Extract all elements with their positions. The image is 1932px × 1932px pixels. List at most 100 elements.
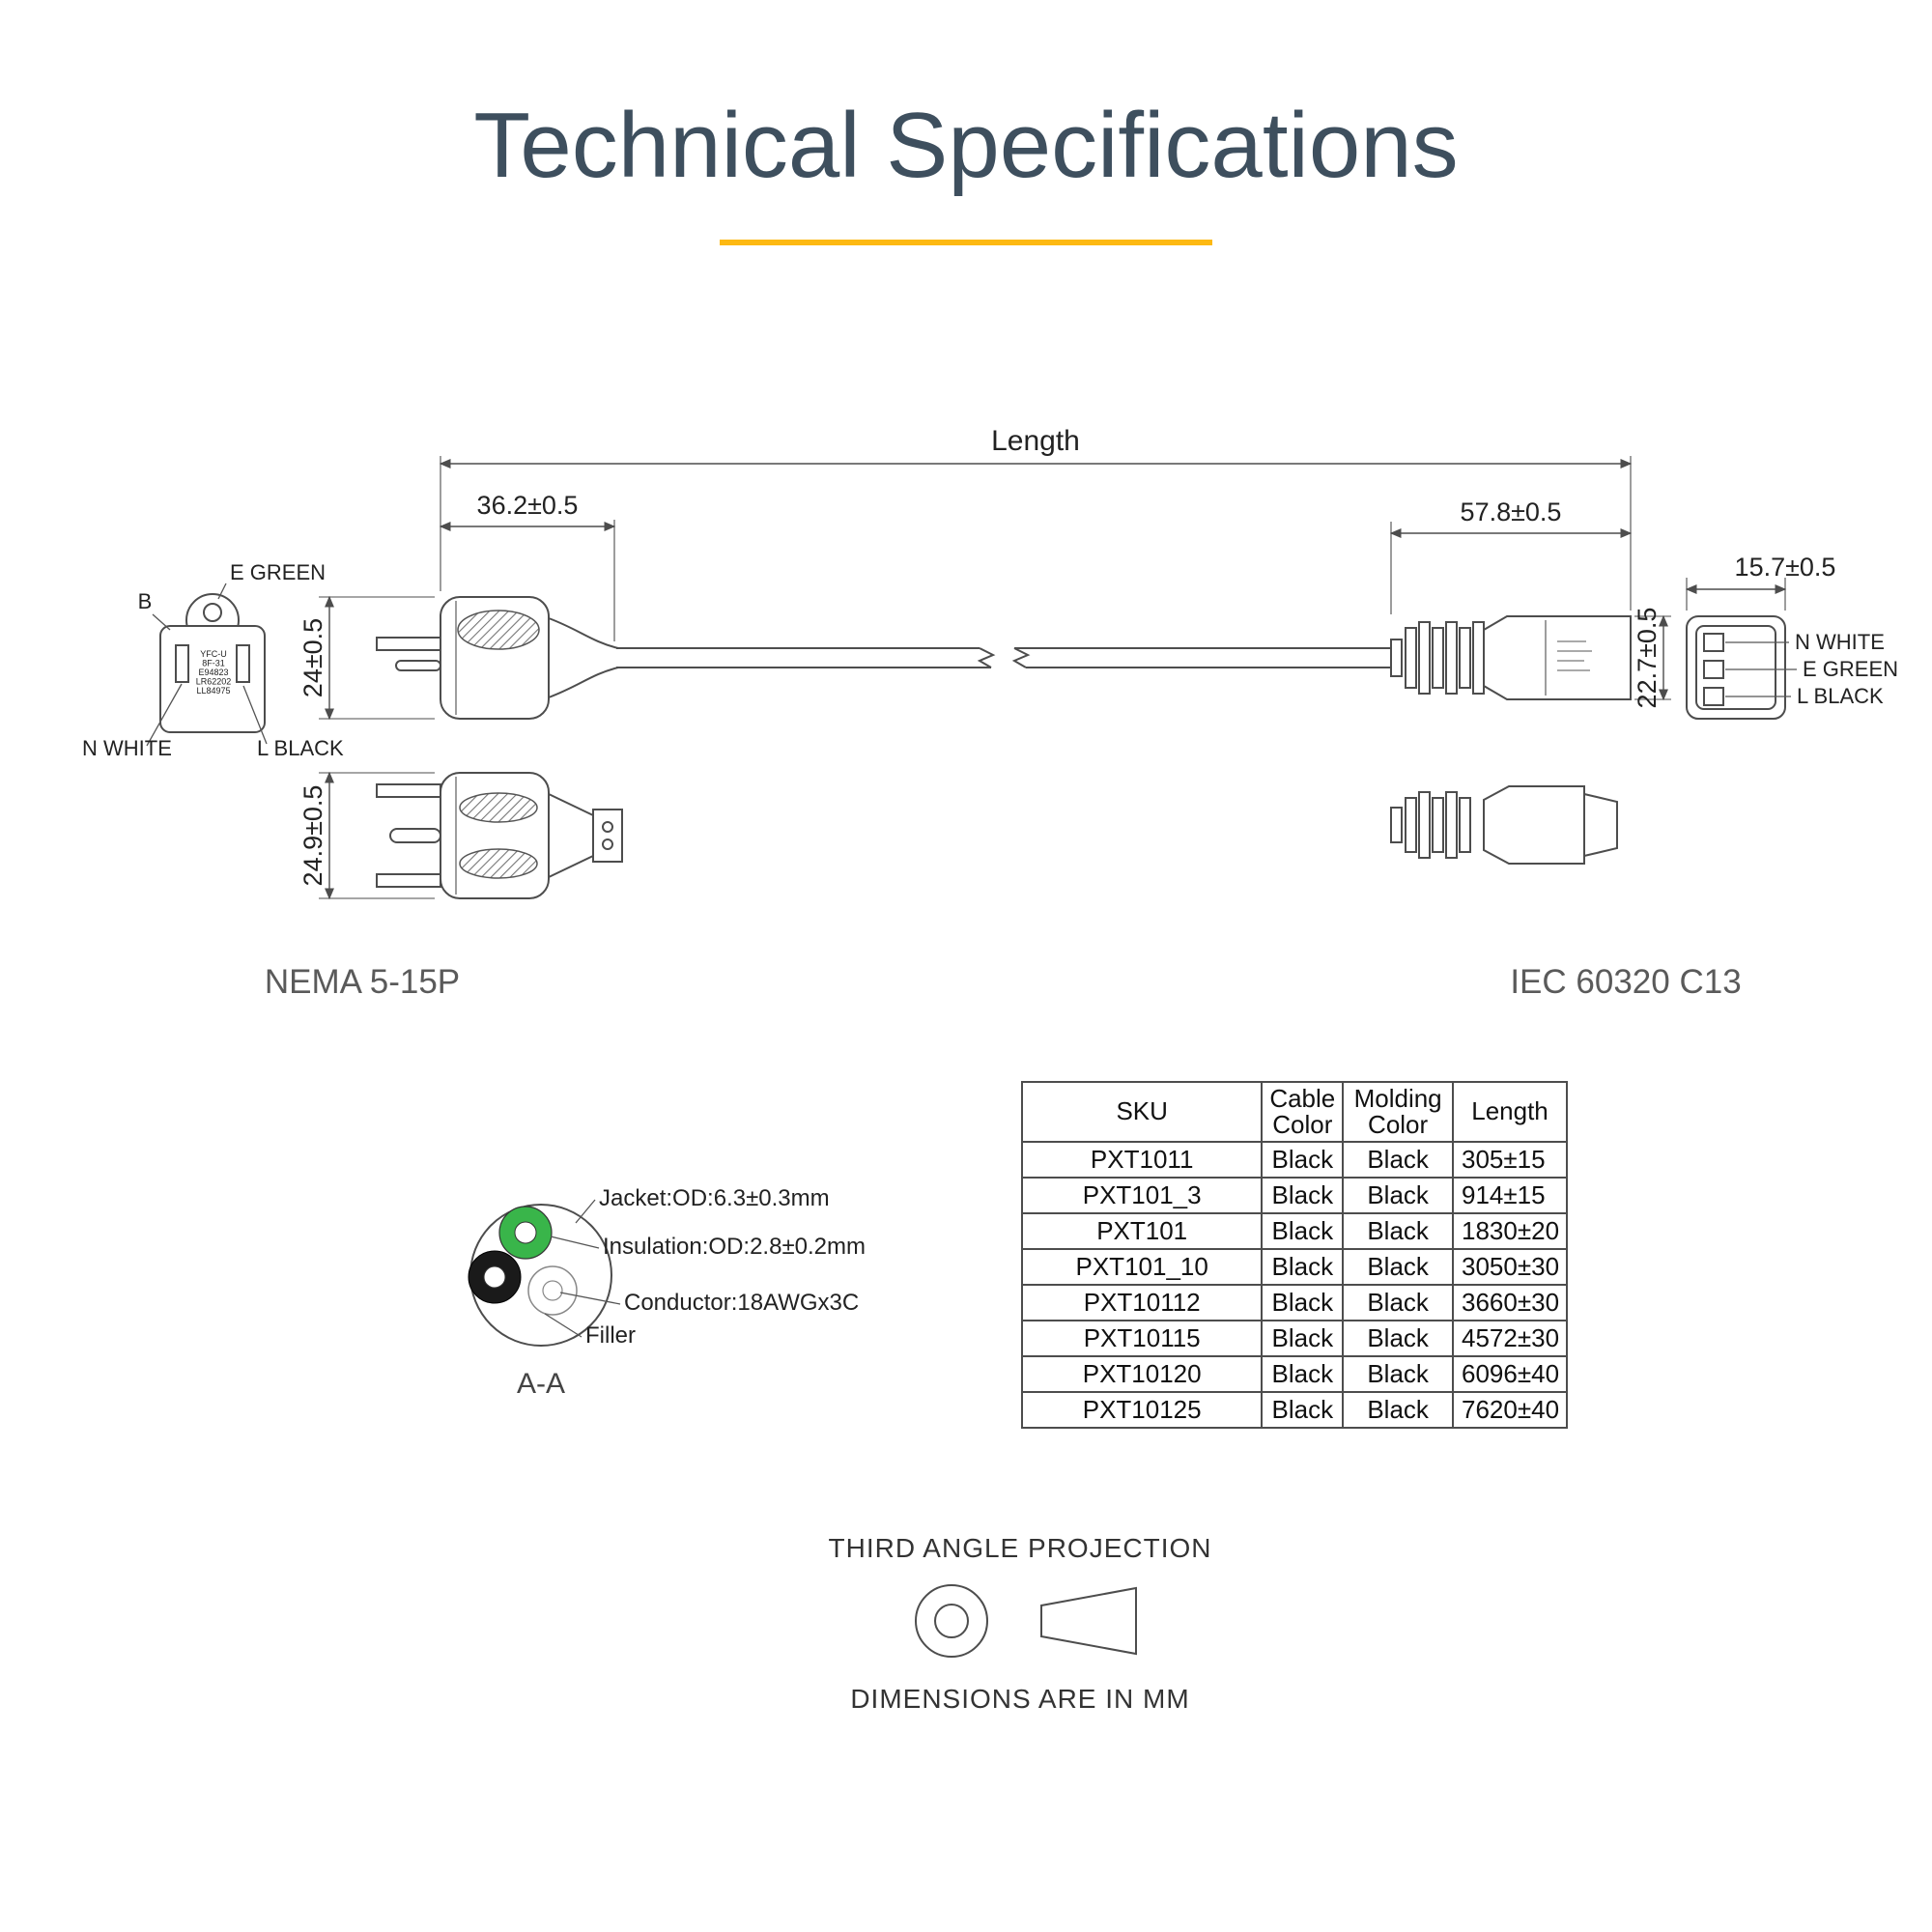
c13-height-dim-label: 22.7±0.5	[1633, 608, 1662, 709]
cell-cable-color: Black	[1261, 1284, 1345, 1321]
table-row: PXT101 Black Black 1830±20	[1020, 1212, 1568, 1250]
grip-texture	[459, 848, 538, 879]
c13-side-view	[1390, 615, 1632, 700]
leader-line	[152, 613, 171, 631]
cell-length: 4572±30	[1452, 1320, 1568, 1357]
line-slot	[236, 644, 250, 683]
ground-pin	[389, 828, 441, 843]
face-outline	[1686, 615, 1786, 720]
plug-depth-dim-label: 24.9±0.5	[298, 785, 327, 887]
white-wire-conductor	[542, 1280, 563, 1301]
projection-frustum	[1040, 1586, 1137, 1656]
break-symbol	[1011, 647, 1031, 668]
cell-molding-color: Black	[1342, 1177, 1455, 1214]
cell-cable-color: Black	[1261, 1177, 1345, 1214]
cell-length: 914±15	[1452, 1177, 1568, 1214]
neck-top	[548, 617, 619, 649]
c13-face-view: N WHITE E GREEN L BLACK	[1686, 615, 1898, 720]
leader-line	[550, 1236, 600, 1249]
strain-relief-ridge	[1405, 627, 1417, 689]
strain-relief-ridge	[1418, 791, 1431, 859]
face-inner-outline	[1695, 625, 1776, 710]
plug-length-dim-label: 36.2±0.5	[477, 491, 579, 520]
projection-note: THIRD ANGLE PROJECTION DIMENSIONS ARE IN…	[829, 1533, 1212, 1714]
screw-hole	[602, 838, 613, 850]
cs-conductor-label: Conductor:18AWGx3C	[624, 1290, 859, 1316]
cell-molding-color: Black	[1342, 1212, 1455, 1250]
cert-marking-line: E94823	[198, 668, 228, 677]
grip-texture	[459, 792, 538, 823]
cert-marking-line: LR62202	[196, 677, 232, 687]
ground-pin	[395, 660, 441, 671]
table-header-row: SKU Cable Color Molding Color Length	[1020, 1081, 1568, 1143]
strain-relief-ridge	[1445, 621, 1458, 695]
cell-length: 7620±40	[1452, 1391, 1568, 1429]
screw-hole	[602, 821, 613, 833]
projection-label: THIRD ANGLE PROJECTION	[829, 1533, 1212, 1563]
nema-plug-face-view: YFC-U 8F-31 E94823 LR62202 LL84975 E GRE…	[82, 560, 344, 760]
table-row: PXT101_3 Black Black 914±15	[1020, 1177, 1568, 1214]
c13-length-dim-label: 57.8±0.5	[1461, 497, 1562, 526]
section-label: A-A	[517, 1368, 565, 1400]
line-contact-hole	[1703, 687, 1724, 706]
strain-relief-ridge	[1390, 807, 1403, 843]
cert-marking-line: LL84975	[196, 686, 230, 696]
leader-line	[575, 1199, 596, 1224]
projection-circle-inner	[934, 1604, 969, 1638]
units-label: DIMENSIONS ARE IN MM	[850, 1684, 1189, 1714]
table-row: PXT101_10 Black Black 3050±30	[1020, 1248, 1568, 1286]
grip-texture	[457, 610, 540, 650]
nema-label-l-black: L BLACK	[257, 736, 344, 760]
nema-name: NEMA 5-15P	[265, 963, 460, 1001]
strain-relief-ridge	[1390, 639, 1403, 677]
plug-height-dim-label: 24±0.5	[298, 618, 327, 697]
col-header-length: Length	[1452, 1081, 1568, 1143]
ground-pin-hole	[203, 603, 222, 622]
sku-table: SKU Cable Color Molding Color Length PXT…	[1020, 1081, 1568, 1429]
neck-bottom	[548, 667, 619, 698]
blade	[376, 637, 441, 651]
break-symbol	[977, 647, 996, 668]
strain-relief-ridge	[1418, 621, 1431, 695]
leader-line	[217, 582, 227, 600]
nema-label-n-white: N WHITE	[82, 736, 172, 760]
connector-nose	[1583, 792, 1618, 858]
nema-label-b: B	[138, 589, 153, 613]
neck-top	[548, 793, 594, 816]
dim-c13-height: 22.7±0.5	[1633, 608, 1671, 709]
cell-cable-color: Black	[1261, 1141, 1345, 1179]
iec-name: IEC 60320 C13	[1510, 963, 1741, 1001]
cell-molding-color: Black	[1342, 1355, 1455, 1393]
cell-length: 3660±30	[1452, 1284, 1568, 1321]
strain-relief-ridge	[1445, 791, 1458, 859]
green-wire-conductor	[514, 1221, 537, 1244]
strain-relief-ridge	[1405, 797, 1417, 853]
cell-sku: PXT101_10	[1020, 1248, 1264, 1286]
leader-line	[544, 1313, 582, 1338]
strain-relief-ridge	[1459, 627, 1471, 689]
col-header-molding-color: Molding Color	[1342, 1081, 1455, 1143]
table-row: PXT1011 Black Black 305±15	[1020, 1141, 1568, 1179]
cable	[616, 647, 1391, 668]
connector-body	[1483, 615, 1632, 700]
col-header-sku: SKU	[1020, 1081, 1264, 1143]
blade	[376, 873, 441, 888]
table-row: PXT10115 Black Black 4572±30	[1020, 1320, 1568, 1357]
col-header-cable-color: Cable Color	[1261, 1081, 1345, 1143]
strain-relief-ridge	[1432, 797, 1444, 853]
neutral-contact-hole	[1703, 633, 1724, 652]
iec-label-l-black: L BLACK	[1797, 684, 1884, 708]
dim-c13-length: 57.8±0.5	[1389, 497, 1633, 614]
cell-molding-color: Black	[1342, 1320, 1455, 1357]
nema-plug-bottom-view	[376, 772, 623, 899]
cs-jacket-label: Jacket:OD:6.3±0.3mm	[599, 1185, 830, 1211]
cell-length: 6096±40	[1452, 1355, 1568, 1393]
cell-sku: PXT101	[1020, 1212, 1264, 1250]
neutral-slot	[175, 644, 189, 683]
cell-molding-color: Black	[1342, 1141, 1455, 1179]
length-dim-label: Length	[991, 425, 1080, 457]
leader-line	[146, 683, 183, 747]
cell-cable-color: Black	[1261, 1320, 1345, 1357]
cs-insulation-label: Insulation:OD:2.8±0.2mm	[603, 1234, 866, 1260]
